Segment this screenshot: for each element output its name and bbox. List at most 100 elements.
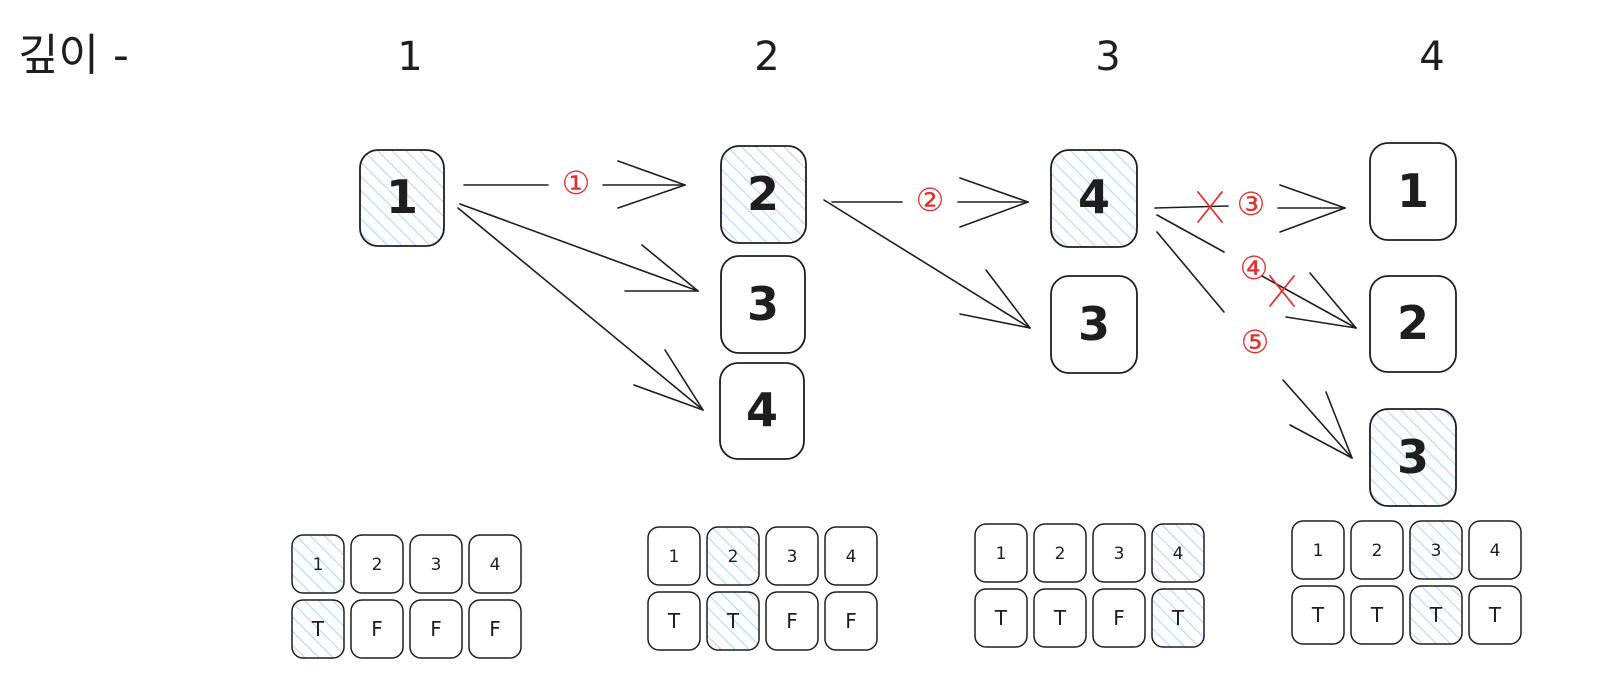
node-label: 4	[746, 383, 778, 437]
table-value-label: F	[786, 609, 798, 633]
table-key-label: 2	[1055, 544, 1066, 564]
table-cell	[1409, 520, 1463, 580]
depth-label: 깊이 -	[18, 30, 129, 81]
node-label: 2	[1397, 296, 1429, 350]
edge-2-to-3	[823, 199, 1031, 329]
table-cell	[409, 534, 463, 594]
table-cell	[1092, 523, 1146, 583]
table-cell	[1151, 523, 1205, 583]
node-label: 3	[1078, 297, 1110, 351]
table-key-label: 4	[1173, 544, 1184, 564]
table-cell	[974, 588, 1028, 648]
table-value-label: T	[1311, 603, 1325, 627]
depth-2-label: 2	[754, 34, 779, 80]
table-key-label: 2	[372, 555, 383, 575]
table-key-label: 1	[313, 555, 324, 575]
table-cell	[1291, 585, 1345, 645]
step-markers: ① ② ③ ④ ⑤	[562, 164, 1270, 361]
depth-4-label: 4	[1419, 34, 1444, 80]
table-cell	[409, 599, 463, 659]
table-cell	[468, 599, 522, 659]
table-cell	[468, 534, 522, 594]
node: 4	[719, 362, 805, 460]
table-cell	[647, 526, 701, 586]
table-cell	[1151, 588, 1205, 648]
node-label: 1	[386, 170, 418, 224]
table-cell	[1033, 523, 1087, 583]
table-cell	[1033, 588, 1087, 648]
table-cell	[350, 599, 404, 659]
edge-4-to-3	[1156, 231, 1353, 459]
depth-3-label: 3	[1095, 34, 1120, 80]
table-cell	[350, 534, 404, 594]
edges	[457, 160, 1357, 459]
node-label: 4	[1078, 170, 1110, 224]
node: 3	[1369, 408, 1457, 507]
table-cell	[765, 591, 819, 651]
node-label: 2	[747, 167, 779, 221]
table-key-label: 3	[431, 555, 442, 575]
node: 2	[720, 145, 807, 244]
node-label: 3	[1397, 430, 1429, 484]
step-2-marker: ②	[916, 181, 945, 219]
table-cell	[1291, 520, 1345, 580]
table-cell	[1409, 585, 1463, 645]
table-cell	[1350, 585, 1404, 645]
table-cell	[824, 526, 878, 586]
table-cell	[647, 591, 701, 651]
edge-1-to-3	[459, 203, 699, 292]
table-value-label: T	[994, 606, 1008, 630]
node: 3	[1050, 275, 1138, 374]
table-value-label: F	[845, 609, 857, 633]
table-key-label: 3	[1114, 544, 1125, 564]
edge-4-to-1	[1154, 184, 1346, 233]
step-3-marker: ③	[1237, 185, 1266, 223]
table-cell	[824, 591, 878, 651]
visited-table: 1 2 3 4T T F T	[974, 523, 1205, 648]
node: 4	[1050, 149, 1138, 248]
table-cell	[1350, 520, 1404, 580]
table-cell	[291, 534, 345, 594]
table-value-label: F	[430, 617, 442, 641]
visited-table: 1 2 3 4T F F F	[291, 534, 522, 659]
table-value-label: F	[371, 617, 383, 641]
step-5-marker: ⑤	[1241, 323, 1270, 361]
table-value-label: T	[1053, 606, 1067, 630]
table-cell	[291, 599, 345, 659]
table-value-label: F	[1113, 606, 1125, 630]
table-value-label: T	[1171, 606, 1185, 630]
node: 1	[359, 149, 445, 247]
table-value-label: T	[1488, 603, 1502, 627]
node: 2	[1369, 275, 1457, 373]
table-key-label: 4	[1490, 541, 1501, 561]
depth-1-label: 1	[397, 34, 422, 80]
node: 1	[1369, 142, 1457, 241]
table-key-label: 4	[490, 555, 501, 575]
table-key-label: 1	[669, 547, 680, 567]
table-cell	[706, 591, 760, 651]
table-key-label: 3	[787, 547, 798, 567]
table-key-label: 1	[996, 544, 1007, 564]
table-cell	[1468, 520, 1522, 580]
table-value-label: T	[311, 617, 325, 641]
table-value-label: F	[489, 617, 501, 641]
table-value-label: T	[1370, 603, 1384, 627]
blocked-marks	[1197, 191, 1295, 307]
cross-mark-icon	[1269, 275, 1295, 307]
table-value-label: T	[1429, 603, 1443, 627]
edge-1-to-4	[457, 207, 704, 411]
table-key-label: 3	[1431, 541, 1442, 561]
step-1-marker: ①	[562, 164, 591, 202]
table-cell	[1092, 588, 1146, 648]
node-label: 3	[747, 277, 779, 331]
table-cell	[765, 526, 819, 586]
cross-mark-icon	[1197, 191, 1223, 223]
edge-1-to-2	[463, 160, 686, 209]
table-key-label: 2	[728, 547, 739, 567]
table-cell	[974, 523, 1028, 583]
node: 3	[720, 255, 806, 354]
